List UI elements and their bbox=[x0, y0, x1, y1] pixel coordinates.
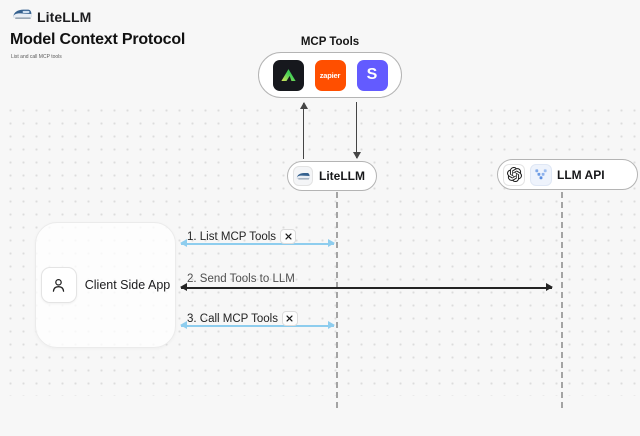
message-1-text: 1. List MCP Tools bbox=[187, 230, 277, 243]
zapier-icon: zapier bbox=[314, 59, 346, 91]
mcp-tools-node: zapier S bbox=[258, 52, 402, 98]
message-3-label: 3. Call MCP Tools bbox=[187, 311, 298, 326]
person-icon bbox=[40, 267, 77, 303]
page-subtitle: List and call MCP tools bbox=[11, 54, 62, 60]
litellm-train-icon bbox=[293, 166, 313, 186]
client-side-app-label: Client Side App bbox=[84, 278, 171, 292]
message-2-label: 2. Send Tools to LLM bbox=[187, 273, 295, 285]
stripe-icon: S bbox=[356, 59, 388, 91]
llm-api-node: LLM API bbox=[497, 159, 638, 190]
llm-api-lifeline bbox=[561, 192, 563, 408]
openai-icon bbox=[503, 163, 525, 186]
client-side-app-node: Client Side App bbox=[35, 222, 176, 348]
stripe-letter: S bbox=[366, 66, 378, 83]
vanta-icon bbox=[272, 59, 304, 91]
litellm-train-icon bbox=[12, 7, 32, 26]
page-title: Model Context Protocol bbox=[10, 31, 186, 48]
message-3-text: 3. Call MCP Tools bbox=[187, 312, 278, 325]
brand-name: LiteLLM bbox=[37, 8, 92, 25]
llm-api-node-label: LLM API bbox=[557, 167, 605, 182]
brand: LiteLLM bbox=[12, 7, 91, 26]
message-2-text: 2. Send Tools to LLM bbox=[187, 273, 295, 285]
tools-icon bbox=[280, 229, 297, 244]
arrow-mcptools-to-litellm bbox=[352, 102, 361, 159]
litellm-lifeline bbox=[336, 192, 338, 408]
llm-provider-icon bbox=[530, 163, 552, 186]
message-1-label: 1. List MCP Tools bbox=[187, 229, 297, 244]
tools-icon bbox=[281, 311, 298, 326]
litellm-node-label: LiteLLM bbox=[319, 169, 365, 183]
mcp-tools-label: MCP Tools bbox=[300, 36, 360, 48]
zapier-wordmark: zapier bbox=[319, 70, 341, 80]
arrow-litellm-to-mcptools bbox=[299, 102, 308, 159]
litellm-node: LiteLLM bbox=[287, 161, 377, 191]
